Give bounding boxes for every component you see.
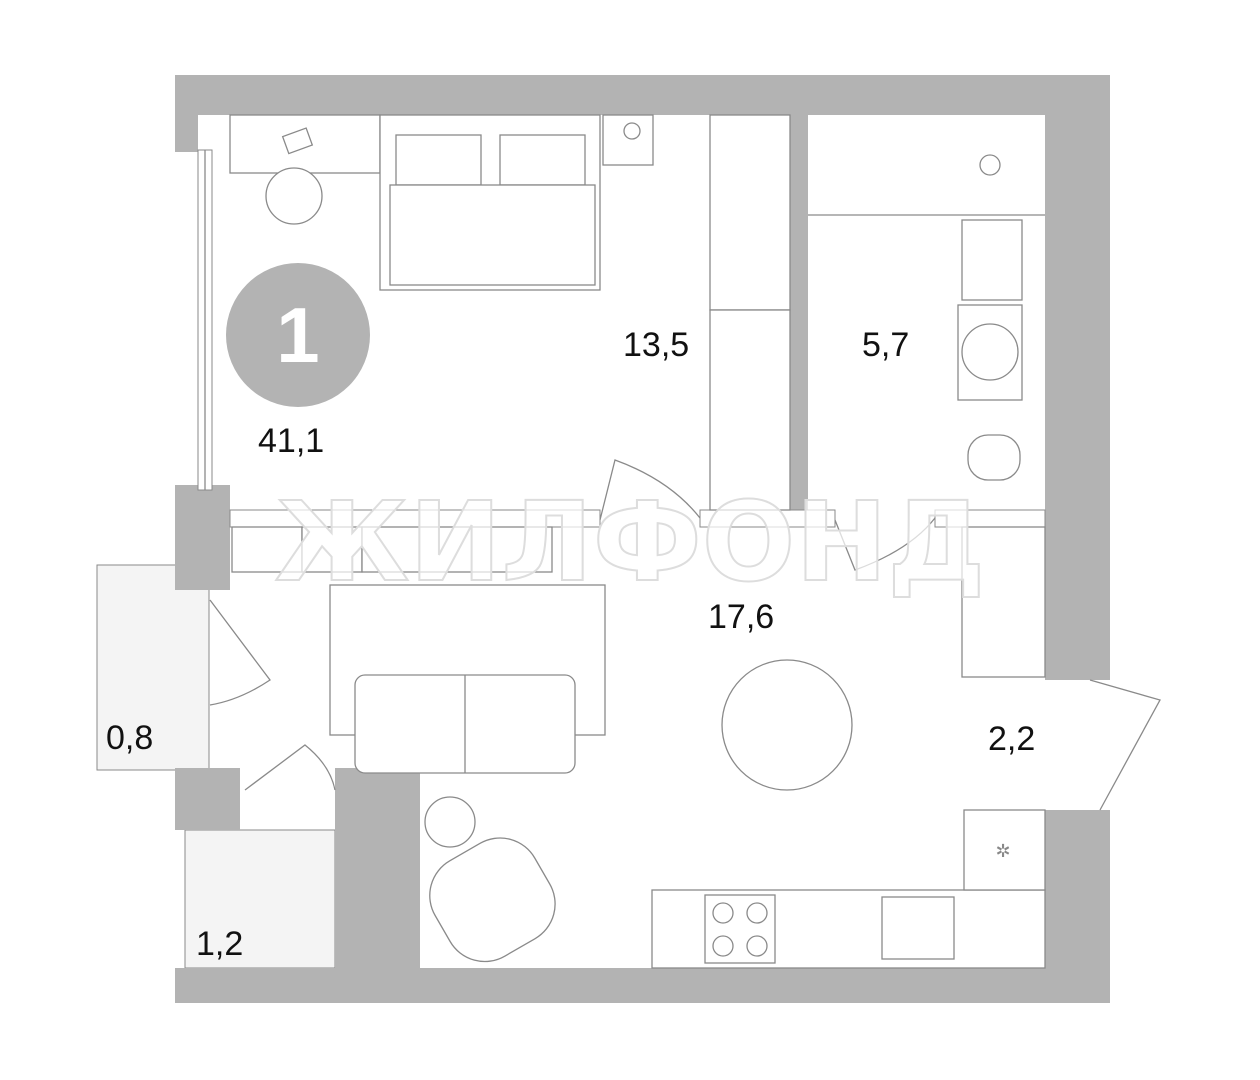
rooms-count: 1: [276, 291, 319, 379]
total-area-label: 41,1: [258, 422, 324, 460]
balcony-small-area-label: 0,8: [106, 719, 153, 757]
balcony-0-8: [96, 564, 210, 771]
doors: [209, 459, 1161, 811]
watermark: ЖИЛФОНД: [275, 478, 986, 606]
hall-area-label: 2,2: [988, 720, 1035, 758]
bathroom-area-label: 5,7: [862, 326, 909, 364]
living-area-label: 17,6: [708, 598, 774, 636]
bed: [379, 114, 654, 291]
window: [197, 149, 213, 491]
rooms-badge: 1: [226, 263, 370, 407]
svg-text:✲: ✲: [995, 841, 1010, 861]
bedroom-area-label: 13,5: [623, 326, 689, 364]
balcony-1-2: [184, 829, 336, 969]
bathroom-fixtures: [808, 154, 1045, 481]
kitchen: ✲: [651, 809, 1046, 969]
walls: [175, 75, 1110, 1003]
balcony-large-area-label: 1,2: [196, 925, 243, 963]
wardrobe-hall: [961, 526, 1046, 678]
wardrobe-bedroom: [709, 114, 791, 511]
living-furniture: [231, 526, 853, 963]
desk: [229, 114, 381, 225]
